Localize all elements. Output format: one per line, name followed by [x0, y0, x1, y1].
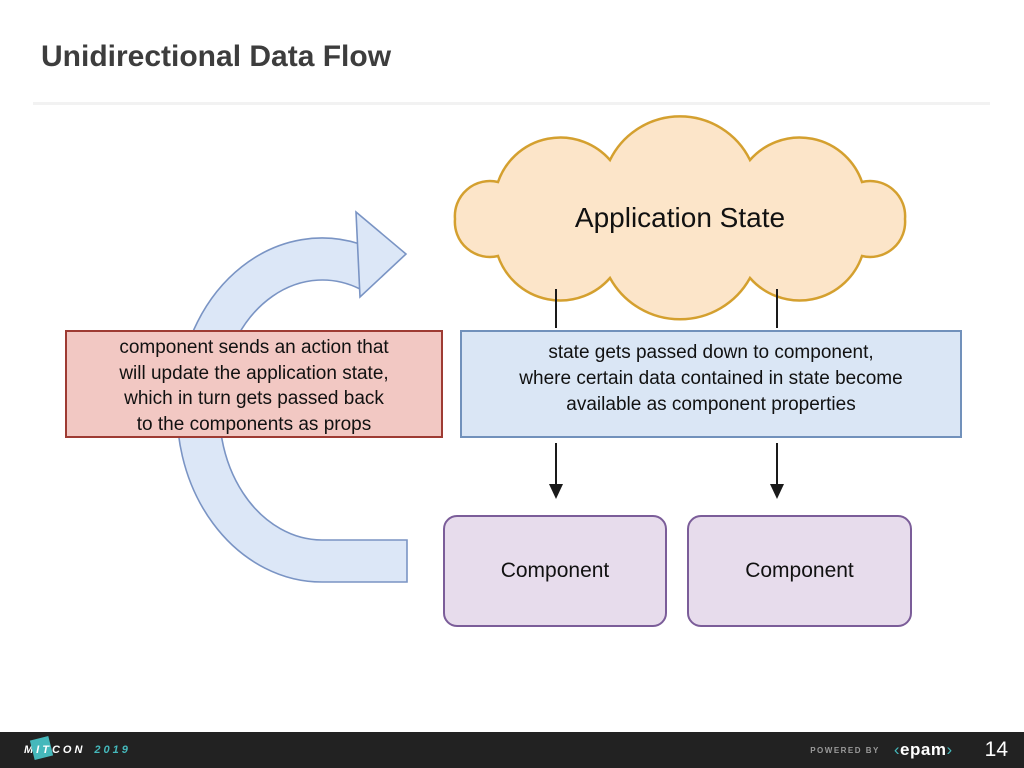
action-description-box: component sends an action that will upda… [65, 330, 443, 438]
state-box-line: available as component properties [566, 394, 856, 415]
component-box-1: Component [443, 515, 667, 627]
state-box-line: where certain data contained in state be… [519, 368, 903, 389]
footer-bar: M IT CON 2019 POWERED BY ‹epam› 14 [0, 732, 1024, 768]
component-box-2: Component [687, 515, 912, 627]
epam-bracket-open: ‹ [893, 740, 901, 759]
epam-bracket-close: › [946, 740, 953, 759]
cloud-label: Application State [574, 202, 786, 233]
logo-square-letters: IT [36, 744, 52, 756]
logo-suffix: CON [51, 744, 86, 756]
action-box-line: will update the application state, [119, 362, 389, 384]
page-number: 14 [984, 738, 1008, 761]
logo-year: 2019 [94, 744, 131, 756]
application-state-cloud [453, 115, 907, 321]
mitcon-logo: M IT CON 2019 [24, 735, 131, 761]
action-box-line: which in turn gets passed back [124, 388, 384, 409]
powered-by-label: POWERED BY [810, 745, 880, 755]
feedback-arrow-head [355, 210, 408, 299]
state-box-line: state gets passed down to component, [548, 342, 874, 363]
action-box-line: to the components as props [136, 413, 372, 435]
arrowhead-left [549, 484, 563, 499]
feedback-arrow-band [176, 237, 408, 583]
action-box-line: component sends an action that [119, 337, 389, 358]
title-divider [33, 102, 990, 105]
logo-prefix: M [24, 744, 37, 756]
epam-logo: ‹epam› [894, 740, 953, 760]
arrowhead-right [770, 484, 784, 499]
state-description-box: state gets passed down to component, whe… [460, 330, 962, 438]
epam-name: epam [900, 740, 947, 759]
slide-title: Unidirectional Data Flow [41, 40, 392, 73]
